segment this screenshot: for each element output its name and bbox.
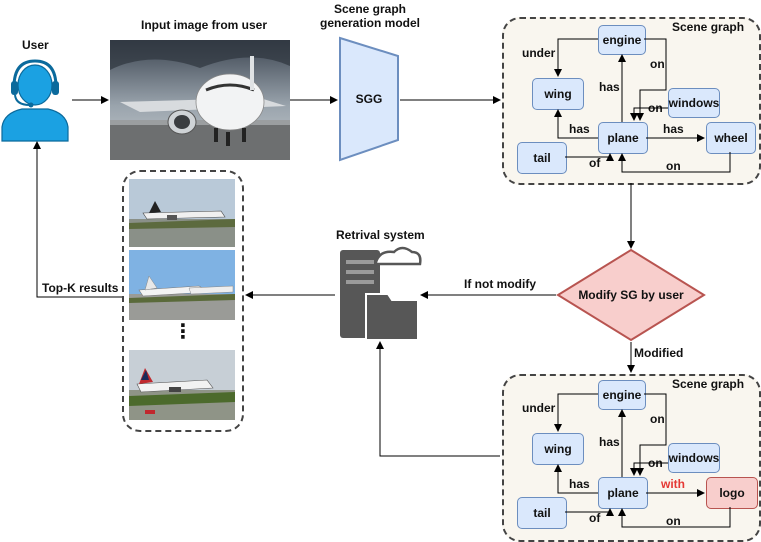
sg-bottom-rel-on-engine: on <box>650 412 665 426</box>
user-label: User <box>22 38 49 52</box>
sg-bottom-rel-has-wing: has <box>569 477 590 491</box>
sg-top-rel-on-windows: on <box>648 101 663 115</box>
sg-bottom-node-engine: engine <box>598 380 646 410</box>
result-photo-1 <box>129 179 235 247</box>
results-ellipsis: ⋮ <box>173 321 193 343</box>
sg-top-node-windows: windows <box>668 88 720 118</box>
scene-graph-bottom-title: Scene graph <box>672 377 745 391</box>
modify-decision-label: Modify SG by user <box>578 288 684 302</box>
retrieval-server-icon <box>340 246 422 341</box>
top-k-label: Top-K results <box>42 281 119 295</box>
result-photo-3 <box>129 350 235 420</box>
sg-bottom-node-tail: tail <box>517 497 567 529</box>
sg-top-node-tail: tail <box>517 142 567 174</box>
sg-bottom-rel-under: under <box>522 401 556 415</box>
sg-bottom-node-windows: windows <box>668 443 720 473</box>
sg-top-rel-has-wing: has <box>569 122 590 136</box>
sg-bottom-rel-of: of <box>589 511 601 525</box>
sg-bottom-node-logo: logo <box>706 477 758 509</box>
sg-bottom-rel-with: with <box>661 477 685 491</box>
sgg-model-label: Scene graph generation model <box>319 2 420 30</box>
sg-bottom-node-plane: plane <box>598 477 648 509</box>
scene-graph-top-title: Scene graph <box>672 20 745 34</box>
sg-top-rel-has-wheel: has <box>663 122 684 136</box>
sg-top-rel-on-wheel: on <box>666 159 681 173</box>
user-icon <box>1 59 69 142</box>
modified-label: Modified <box>634 346 684 360</box>
sg-top-rel-under: under <box>522 46 556 60</box>
sgg-box-label: SGG <box>355 92 383 106</box>
input-airplane-photo <box>110 40 290 160</box>
sg-bottom-rel-has-engine: has <box>599 435 620 449</box>
sg-bottom-node-wing: wing <box>532 433 584 465</box>
sg-bottom-rel-on-windows: on <box>648 456 663 470</box>
sg-top-rel-on-engine: on <box>650 57 665 71</box>
sg-top-node-wheel: wheel <box>706 122 756 154</box>
sgg-block <box>339 36 399 162</box>
sg-top-node-engine: engine <box>598 25 646 55</box>
modify-decision <box>556 248 706 342</box>
sg-top-rel-has-engine: has <box>599 80 620 94</box>
sg-top-node-plane: plane <box>598 122 648 154</box>
sg-bottom-rel-on-logo: on <box>666 514 681 528</box>
result-photo-2 <box>129 250 235 320</box>
input-image-label: Input image from user <box>141 18 268 32</box>
retrieval-label: Retrival system <box>336 228 425 242</box>
sg-top-rel-of: of <box>589 156 601 170</box>
sg-top-node-wing: wing <box>532 78 584 110</box>
not-modify-label: If not modify <box>464 277 536 291</box>
